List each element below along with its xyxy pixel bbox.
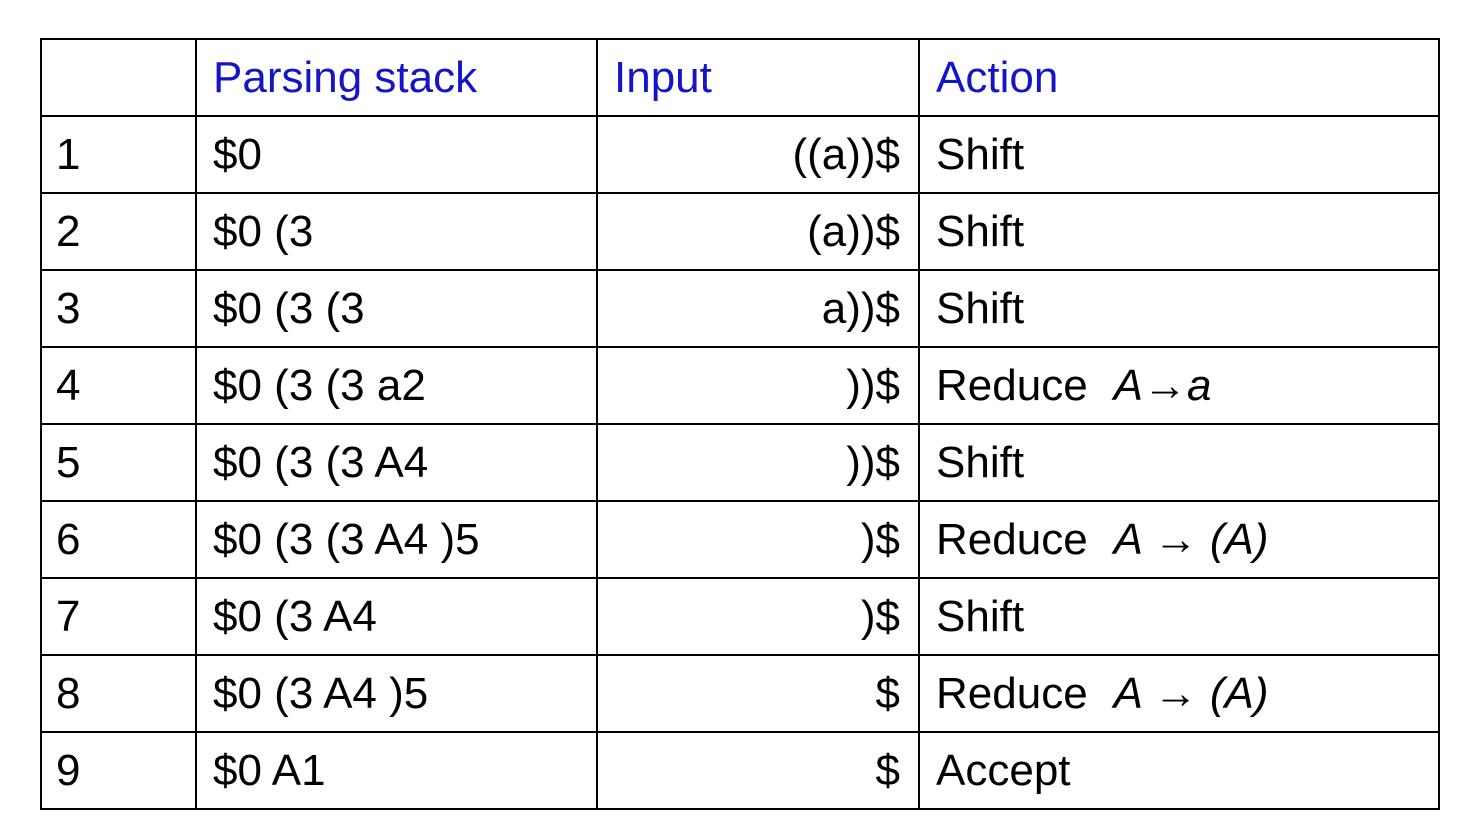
row-action: Shift: [936, 283, 1025, 333]
parsing-table: Parsing stack Input Action 1 $0 ((a))$ S…: [40, 38, 1440, 810]
row-action-cell: Shift: [918, 269, 1440, 348]
row-number: 7: [40, 577, 197, 656]
row-action: Shift: [936, 206, 1025, 256]
row-action-cell: Reduce A→a: [918, 346, 1440, 425]
row-action: Shift: [936, 129, 1025, 179]
row-input: $: [596, 731, 920, 810]
row-action: Reduce: [936, 360, 1088, 410]
row-action: Reduce: [936, 668, 1088, 718]
row-number: 8: [40, 654, 197, 733]
row-number: 6: [40, 500, 197, 579]
row-action: Shift: [936, 437, 1025, 487]
header-number: [40, 38, 197, 117]
row-action-cell: Shift: [918, 192, 1440, 271]
row-action-cell: Reduce A → (A): [918, 500, 1440, 579]
row-action: Accept: [936, 745, 1071, 795]
row-rule: A → (A): [1113, 514, 1269, 564]
row-number: 2: [40, 192, 197, 271]
table-row: 5 $0 (3 (3 A4 ))$ Shift: [40, 423, 1440, 502]
row-input: )$: [596, 577, 920, 656]
table-row: 2 $0 (3 (a))$ Shift: [40, 192, 1440, 271]
table-row: 7 $0 (3 A4 )$ Shift: [40, 577, 1440, 656]
header-parsing-stack: Parsing stack: [195, 38, 598, 117]
row-input: ))$: [596, 423, 920, 502]
row-action-cell: Shift: [918, 423, 1440, 502]
row-stack: $0 (3 (3: [195, 269, 598, 348]
row-input: ))$: [596, 346, 920, 425]
row-action-cell: Shift: [918, 577, 1440, 656]
row-input: a))$: [596, 269, 920, 348]
header-row: Parsing stack Input Action: [40, 38, 1440, 117]
row-stack: $0 (3 (3 A4: [195, 423, 598, 502]
row-action: Shift: [936, 591, 1025, 641]
row-stack: $0 A1: [195, 731, 598, 810]
row-action-cell: Reduce A → (A): [918, 654, 1440, 733]
header-input: Input: [596, 38, 920, 117]
row-number: 3: [40, 269, 197, 348]
row-action-cell: Shift: [918, 115, 1440, 194]
row-input: (a))$: [596, 192, 920, 271]
table-row: 4 $0 (3 (3 a2 ))$ Reduce A→a: [40, 346, 1440, 425]
row-stack: $0: [195, 115, 598, 194]
table-row: 6 $0 (3 (3 A4 )5 )$ Reduce A → (A): [40, 500, 1440, 579]
row-number: 1: [40, 115, 197, 194]
table-row: 3 $0 (3 (3 a))$ Shift: [40, 269, 1440, 348]
row-stack: $0 (3 (3 a2: [195, 346, 598, 425]
row-action-cell: Accept: [918, 731, 1440, 810]
table-row: 9 $0 A1 $ Accept: [40, 731, 1440, 810]
header-action: Action: [918, 38, 1440, 117]
row-number: 4: [40, 346, 197, 425]
row-stack: $0 (3 A4 )5: [195, 654, 598, 733]
row-stack: $0 (3 (3 A4 )5: [195, 500, 598, 579]
row-input: $: [596, 654, 920, 733]
row-rule: A→a: [1113, 360, 1212, 410]
row-stack: $0 (3: [195, 192, 598, 271]
row-rule: A → (A): [1113, 668, 1269, 718]
row-input: ((a))$: [596, 115, 920, 194]
row-input: )$: [596, 500, 920, 579]
table-row: 1 $0 ((a))$ Shift: [40, 115, 1440, 194]
table-row: 8 $0 (3 A4 )5 $ Reduce A → (A): [40, 654, 1440, 733]
row-number: 9: [40, 731, 197, 810]
row-action: Reduce: [936, 514, 1088, 564]
row-stack: $0 (3 A4: [195, 577, 598, 656]
row-number: 5: [40, 423, 197, 502]
